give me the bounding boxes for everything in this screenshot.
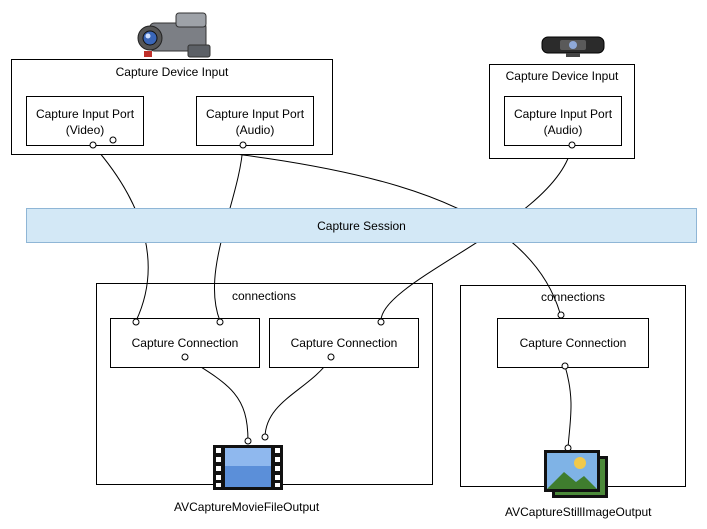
capture-connection-1: Capture Connection	[110, 318, 260, 368]
device-input-title: Capture Device Input	[505, 69, 619, 83]
film-strip-icon	[213, 445, 283, 490]
connections-label: connections	[232, 289, 297, 303]
video-camera-icon	[137, 12, 211, 58]
capture-device-input-1: Capture Device Input Capture Input Port …	[11, 59, 333, 155]
movie-file-output-name: AVCaptureMovieFileOutput	[174, 500, 320, 514]
movie-output-container: connections Capture Connection Capture C…	[96, 283, 433, 485]
device-input-title: Capture Device Input	[115, 65, 229, 79]
port-label-line1: Capture Input Port	[513, 107, 613, 121]
capture-connection-2: Capture Connection	[269, 318, 419, 368]
connection-label: Capture Connection	[131, 336, 239, 350]
port-label-line2: (Audio)	[235, 123, 275, 137]
capture-input-port-video: Capture Input Port (Video)	[26, 96, 144, 146]
capture-input-port-audio: Capture Input Port (Audio)	[504, 96, 622, 146]
port-label-line2: (Audio)	[543, 123, 583, 137]
port-label-line1: Capture Input Port	[205, 107, 305, 121]
photo-stack-icon	[544, 450, 608, 498]
still-image-output-name: AVCaptureStillImageOutput	[505, 505, 652, 519]
connection-label: Capture Connection	[519, 336, 627, 350]
connection-label: Capture Connection	[290, 336, 398, 350]
capture-device-input-2: Capture Device Input Capture Input Port …	[489, 64, 635, 159]
connections-label: connections	[541, 290, 606, 304]
webcam-icon	[541, 36, 605, 57]
capture-connection-3: Capture Connection	[497, 318, 649, 368]
capture-input-port-audio: Capture Input Port (Audio)	[196, 96, 314, 146]
port-label-line1: Capture Input Port	[35, 107, 135, 121]
capture-session-bar: Capture Session	[26, 208, 697, 243]
capture-session-label: Capture Session	[317, 218, 406, 233]
port-label-line2: (Video)	[65, 123, 105, 137]
